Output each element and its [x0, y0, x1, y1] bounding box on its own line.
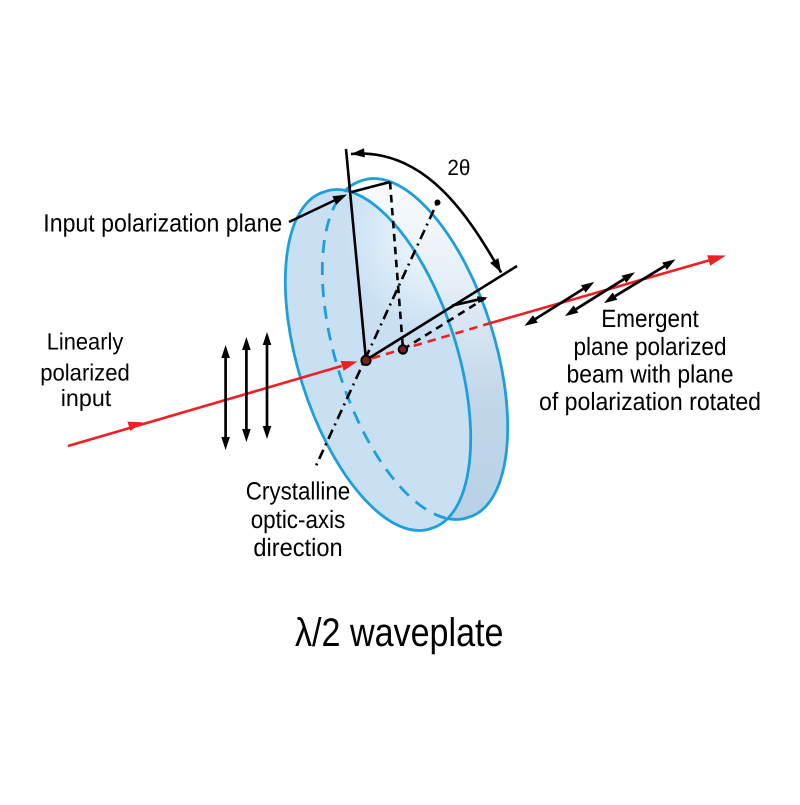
- svg-text:optic-axis: optic-axis: [251, 506, 346, 534]
- svg-text:input: input: [61, 385, 112, 411]
- svg-text:λ/2 waveplate: λ/2 waveplate: [295, 611, 504, 655]
- svg-text:Input polarization plane: Input polarization plane: [43, 210, 282, 238]
- svg-text:beam with plane: beam with plane: [567, 361, 734, 389]
- svg-text:Emergent: Emergent: [601, 305, 699, 333]
- svg-text:polarized: polarized: [40, 360, 130, 386]
- svg-text:direction: direction: [253, 534, 342, 562]
- svg-text:of polarization rotated: of polarization rotated: [539, 388, 761, 416]
- svg-text:2θ: 2θ: [447, 155, 470, 180]
- svg-text:Crystalline: Crystalline: [246, 477, 351, 505]
- svg-text:plane polarized: plane polarized: [574, 333, 727, 361]
- svg-text:Linearly: Linearly: [47, 329, 124, 355]
